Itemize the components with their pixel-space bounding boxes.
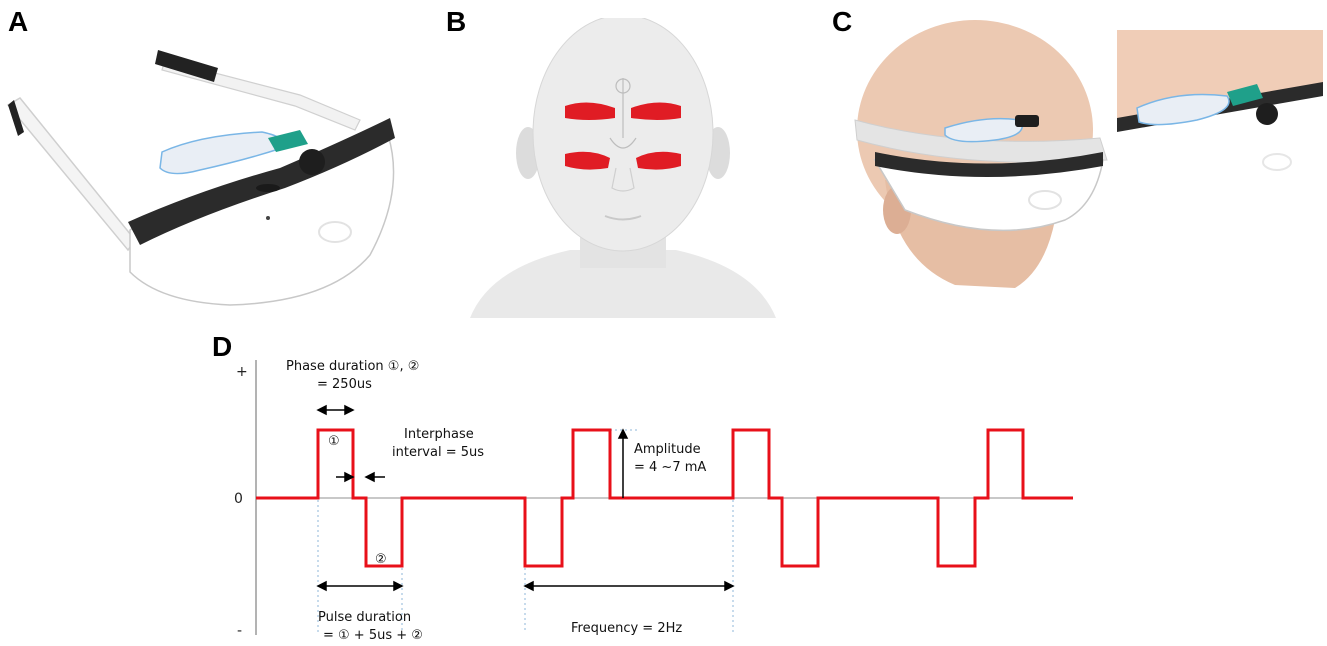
- y-axis-plus-label: +: [236, 364, 248, 380]
- device-illustration: [0, 40, 420, 310]
- device-on-head-illustration: [845, 20, 1110, 300]
- interphase-arrows: [336, 473, 385, 481]
- device-closeup-inset: [1117, 30, 1323, 182]
- waveform-diagram: + 0 - Phase dur: [0, 330, 1100, 646]
- frequency-label: Frequency = 2Hz: [571, 621, 682, 636]
- phase-duration-arrow: [318, 406, 353, 414]
- pulse-duration-label-line2: = ① + 5us + ②: [323, 628, 423, 643]
- phase-duration-label-line1: Phase duration ①, ②: [286, 359, 419, 374]
- electrode-placement-illustration: [470, 18, 776, 318]
- y-axis-zero-label: 0: [234, 491, 243, 507]
- amplitude-label-line1: Amplitude: [634, 442, 701, 457]
- phase-duration-label-line2: = 250us: [317, 377, 372, 392]
- phase-2-marker: ②: [375, 552, 387, 567]
- panel-label-b: B: [446, 8, 466, 36]
- interphase-label-line2: interval = 5us: [392, 445, 484, 460]
- pulse-duration-arrow: [318, 582, 402, 590]
- amplitude-label-line2: = 4 ~7 mA: [634, 460, 706, 475]
- interphase-label-line1: Interphase: [404, 427, 474, 442]
- pulse-duration-label-line1: Pulse duration: [318, 610, 411, 625]
- frequency-arrow: [525, 582, 733, 590]
- panel-label-a: A: [8, 8, 28, 36]
- y-axis-minus-label: -: [237, 623, 242, 639]
- amplitude-arrow: [619, 430, 627, 498]
- phase-1-marker: ①: [328, 434, 340, 449]
